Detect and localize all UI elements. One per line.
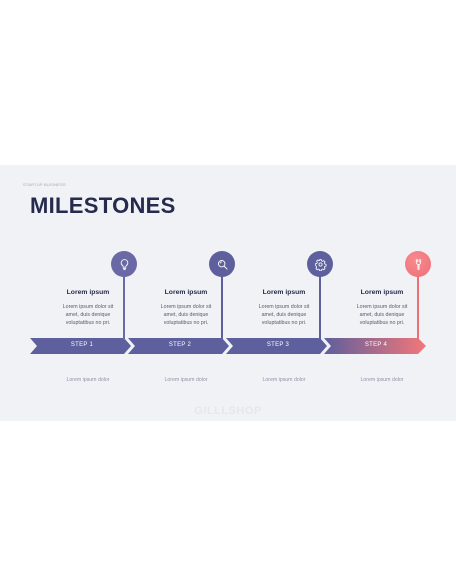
- step-1-connector: [123, 276, 125, 340]
- gear-icon: [307, 251, 333, 277]
- step-3-line-2: amet, duis denique: [261, 312, 307, 318]
- step-1: Lorem ipsum Lorem ipsum dolor sit amet, …: [32, 165, 137, 421]
- step-4: Lorem ipsum Lorem ipsum dolor sit amet, …: [326, 165, 431, 421]
- step-1-line-2: amet, duis denique: [65, 312, 111, 318]
- step-4-line-1: Lorem ipsum dolor sit: [356, 304, 408, 310]
- step-2-arrow: [128, 338, 229, 354]
- step-3-arrow: [226, 338, 327, 354]
- step-4-connector: [417, 276, 419, 340]
- step-1-caption: Lorem ipsum dolor: [66, 377, 110, 383]
- step-4-line-3: voluptatibus no pri.: [359, 320, 405, 326]
- step-4-caption: Lorem ipsum dolor: [360, 377, 404, 383]
- step-2-connector: [221, 276, 223, 340]
- step-arrows: [30, 338, 426, 354]
- step-3: Lorem ipsum Lorem ipsum dolor sit amet, …: [228, 165, 333, 421]
- slide-title: MILESTONES: [30, 193, 176, 218]
- step-1-line-1: Lorem ipsum dolor sit: [62, 304, 114, 310]
- step-3-line-1: Lorem ipsum dolor sit: [258, 304, 310, 310]
- step-2: Lorem ipsum Lorem ipsum dolor sit amet, …: [130, 165, 235, 421]
- step-2-caption: Lorem ipsum dolor: [164, 377, 208, 383]
- milestones-slide: STARTUP BUSINESS MILESTONES STEP 1 STEP …: [0, 165, 456, 421]
- step-4-arrow: [324, 338, 426, 354]
- step-2-heading: Lorem ipsum: [164, 289, 208, 296]
- step-3-caption: Lorem ipsum dolor: [262, 377, 306, 383]
- step-2-label: STEP 2: [168, 342, 192, 348]
- step-2-line-2: amet, duis denique: [163, 312, 209, 318]
- step-1-heading: Lorem ipsum: [66, 289, 110, 296]
- wrench-icon: [405, 251, 431, 277]
- step-1-line-3: voluptatibus no pri.: [65, 320, 111, 326]
- step-4-label: STEP 4: [364, 342, 388, 348]
- step-4-heading: Lorem ipsum: [360, 289, 404, 296]
- step-2-description: Lorem ipsum dolor sit amet, duis denique…: [136, 303, 236, 327]
- step-3-line-3: voluptatibus no pri.: [261, 320, 307, 326]
- step-1-arrow: [30, 338, 131, 354]
- step-3-connector: [319, 276, 321, 340]
- step-3-description: Lorem ipsum dolor sit amet, duis denique…: [234, 303, 334, 327]
- step-1-description: Lorem ipsum dolor sit amet, duis denique…: [38, 303, 138, 327]
- lightbulb-icon: [111, 251, 137, 277]
- step-1-label: STEP 1: [70, 342, 94, 348]
- watermark: GILLLSHOP: [194, 405, 262, 417]
- step-4-line-2: amet, duis denique: [359, 312, 405, 318]
- magnifier-icon: [209, 251, 235, 277]
- step-3-heading: Lorem ipsum: [262, 289, 306, 296]
- step-4-description: Lorem ipsum dolor sit amet, duis denique…: [332, 303, 432, 327]
- section-kicker: STARTUP BUSINESS: [23, 182, 66, 187]
- step-3-label: STEP 3: [266, 342, 290, 348]
- step-2-line-1: Lorem ipsum dolor sit: [160, 304, 212, 310]
- step-2-line-3: voluptatibus no pri.: [163, 320, 209, 326]
